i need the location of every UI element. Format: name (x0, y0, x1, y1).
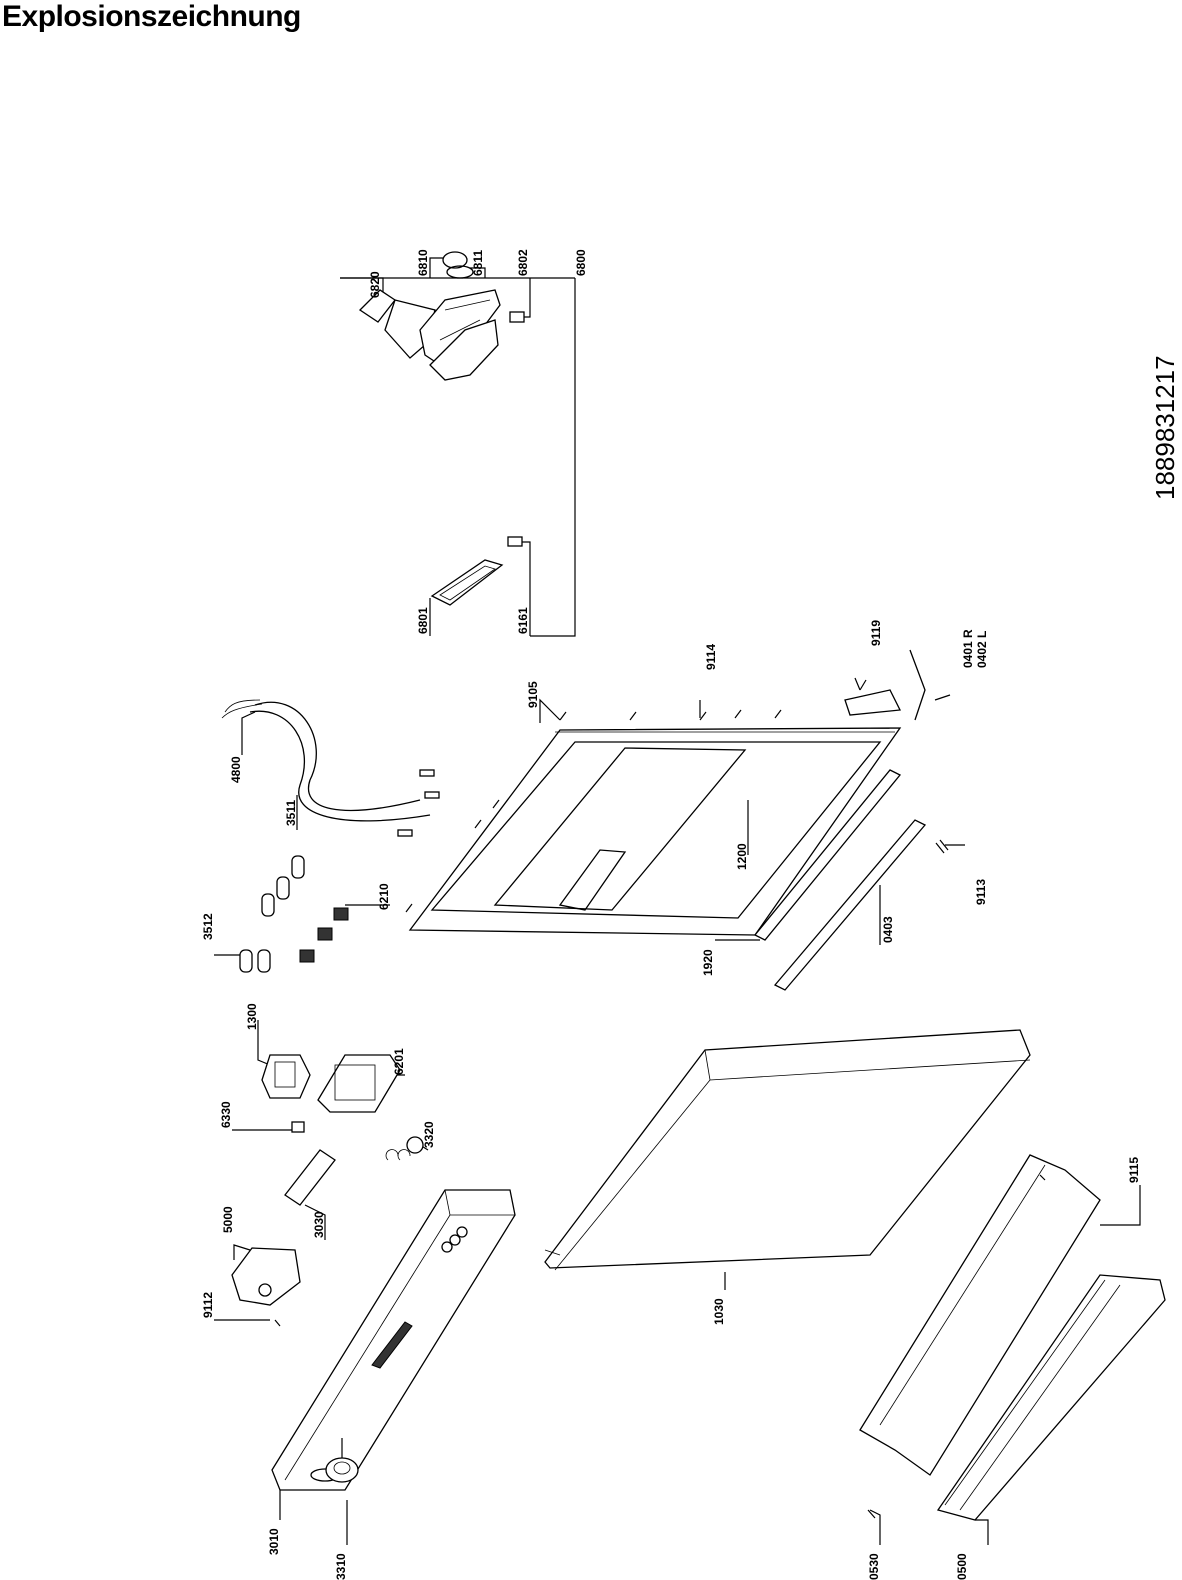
leader-lines (214, 257, 1141, 1545)
label-3030: 3030 (312, 1211, 326, 1238)
part-labels: 6820 6810 6811 6802 6800 6801 6161 9105 … (201, 249, 1141, 1580)
label-3512: 3512 (201, 913, 215, 940)
label-6810: 6810 (416, 249, 430, 276)
label-6330: 6330 (219, 1101, 233, 1128)
label-3511: 3511 (284, 800, 298, 826)
trim-strip (936, 1274, 1166, 1521)
label-1300: 1300 (245, 1003, 259, 1030)
label-9113: 9113 (974, 879, 988, 905)
label-6210: 6210 (377, 883, 391, 910)
switches (299, 907, 349, 963)
page-title: Explosionszeichnung (2, 0, 301, 33)
label-3010: 3010 (267, 1528, 281, 1555)
label-0530: 0530 (867, 1553, 881, 1580)
kick-plate (859, 1154, 1101, 1519)
label-3310: 3310 (334, 1553, 348, 1580)
label-6800: 6800 (574, 249, 588, 276)
label-6201: 6201 (392, 1048, 406, 1075)
label-6161: 6161 (516, 607, 530, 634)
label-4800: 4800 (229, 756, 243, 783)
label-9119: 9119 (869, 620, 883, 646)
label-0402-l: 0402 L (975, 631, 989, 668)
label-9112: 9112 (201, 1292, 215, 1318)
label-6811: 6811 (471, 250, 485, 276)
label-6820: 6820 (368, 271, 382, 298)
door-strips (753, 769, 949, 991)
label-0401-r: 0401 R (961, 629, 975, 668)
label-0403: 0403 (881, 916, 895, 943)
label-6801: 6801 (416, 607, 430, 634)
label-0500: 0500 (955, 1553, 969, 1580)
knob (325, 1438, 359, 1483)
label-1030: 1030 (712, 1298, 726, 1325)
label-9115: 9115 (1127, 1157, 1141, 1183)
label-9114: 9114 (704, 644, 718, 670)
label-1200: 1200 (735, 843, 749, 870)
label-5000: 5000 (221, 1206, 235, 1233)
label-3320: 3320 (422, 1121, 436, 1148)
module-5000 (231, 1247, 301, 1327)
label-9105: 9105 (526, 681, 540, 708)
door-frame (405, 649, 926, 936)
detergent-dispenser-assembly (358, 251, 525, 606)
label-1920: 1920 (701, 949, 715, 976)
cylinders (239, 855, 305, 973)
wiring-harness (221, 699, 440, 837)
small-parts (284, 1136, 424, 1206)
control-modules (261, 1054, 401, 1133)
label-6802: 6802 (516, 249, 530, 276)
control-panel (271, 1189, 516, 1491)
outer-door-panel (544, 1029, 1031, 1271)
